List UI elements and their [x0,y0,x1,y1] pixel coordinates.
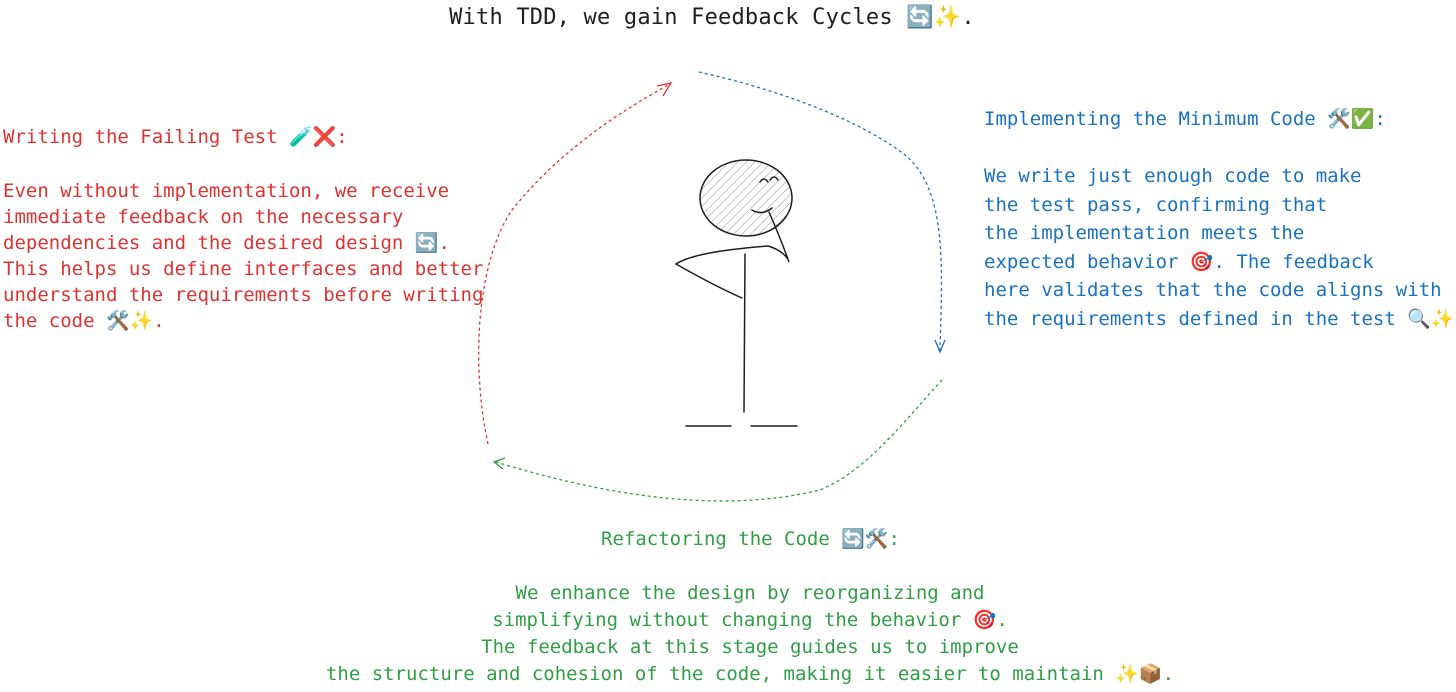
minimum-code-line: the requirements defined in the test 🔍✨. [984,307,1456,330]
minimum-code-line: the test pass, confirming that [984,193,1328,216]
refactoring-heading: Refactoring the Code 🔄🛠️: [601,528,900,550]
red-cycle-arrow [478,84,669,445]
green-arrowhead [492,457,506,470]
refactoring-note: Refactoring the Code 🔄🛠️: We enhance the… [300,526,1200,688]
refactoring-line: We enhance the design by reorganizing an… [515,582,985,604]
minimum-code-note: Implementing the Minimum Code 🛠️✅: We wr… [984,106,1456,334]
failing-test-line: the code 🛠️✨. [3,310,165,332]
minimum-code-heading: Implementing the Minimum Code 🛠️✅: [984,108,1386,130]
blue-arrowhead [934,339,946,354]
failing-test-line: immediate feedback on the necessary [3,206,404,228]
refactoring-description: We enhance the design by reorganizing an… [300,580,1200,688]
red-arrowhead [656,82,673,97]
green-cycle-arrow [495,379,943,502]
minimum-code-line: expected behavior 🎯. The feedback [984,250,1374,273]
thinking-stick-figure-icon [674,159,798,427]
refactoring-line: simplifying without changing the behavio… [492,609,1008,631]
failing-test-line: dependencies and the desired design 🔄. [3,232,450,254]
minimum-code-line: here validates that the code aligns with [984,279,1442,302]
minimum-code-line: the implementation meets the [984,222,1305,245]
minimum-code-line: We write just enough code to make [984,165,1362,187]
refactoring-line: the structure and cohesion of the code, … [325,663,1175,685]
diagram-title: With TDD, we gain Feedback Cycles 🔄✨. [449,5,975,30]
failing-test-description: Even without implementation, we receive … [3,178,483,334]
failing-test-note: Writing the Failing Test 🧪❌: Even withou… [3,124,483,334]
failing-test-line: Even without implementation, we receive [3,180,450,202]
minimum-code-description: We write just enough code to make the te… [984,162,1456,334]
blue-cycle-arrow [698,71,943,351]
refactoring-line: The feedback at this stage guides us to … [481,636,1019,658]
failing-test-heading: Writing the Failing Test 🧪❌: [3,126,348,148]
failing-test-line: understand the requirements before writi… [3,284,484,306]
failing-test-line: This helps us define interfaces and bett… [3,258,484,280]
